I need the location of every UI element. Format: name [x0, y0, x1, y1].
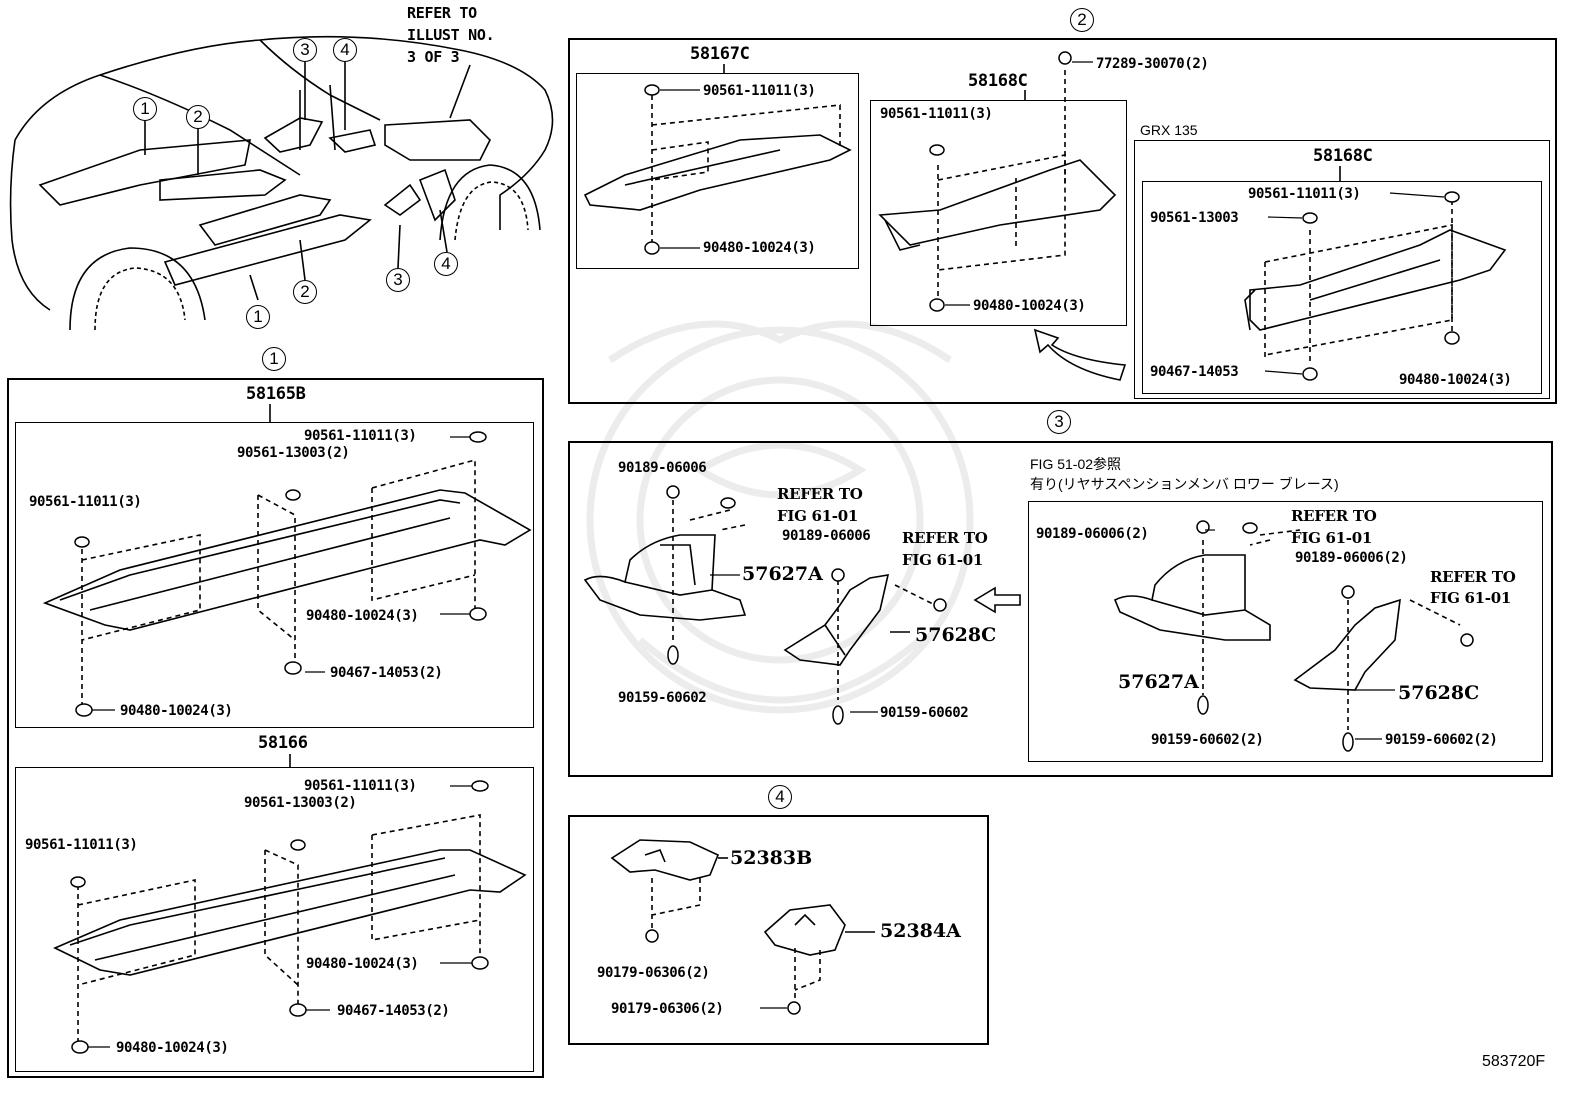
variant-grx135-label: GRX 135: [1140, 122, 1198, 138]
refer-to-illust-note-line1: REFER TO: [407, 4, 477, 22]
fastener-label[interactable]: 90561-13003(2): [244, 795, 357, 811]
refer-to-fig-61-01[interactable]: FIG 61-01: [1430, 589, 1511, 607]
fastener-label[interactable]: 90480-10024(3): [973, 298, 1086, 314]
fastener-label[interactable]: 90159-60602: [880, 705, 969, 721]
refer-to-fig-61-01[interactable]: REFER TO: [777, 485, 863, 503]
fig-51-02-reference-note: 有り(リヤサスペンションメンバ ロワー ブレース): [1030, 476, 1339, 492]
fastener-label[interactable]: 90561-11011(3): [880, 106, 993, 122]
fastener-label[interactable]: 90561-13003: [1150, 210, 1239, 226]
assembly-58165b-frame: [15, 422, 534, 728]
callout-circle[interactable]: 4: [434, 252, 458, 276]
callout-circle[interactable]: 3: [293, 38, 317, 62]
refer-to-fig-61-01[interactable]: FIG 61-01: [902, 551, 983, 569]
fastener-label[interactable]: 90480-10024(3): [1399, 372, 1512, 388]
part-number-58168c-grx135[interactable]: 58168C: [1313, 146, 1373, 166]
fastener-label[interactable]: 90561-11011(3): [703, 83, 816, 99]
section-3-variant-frame: [1028, 501, 1543, 762]
fastener-label[interactable]: 90467-14053: [1150, 364, 1239, 380]
callout-circle[interactable]: 2: [293, 280, 317, 304]
fastener-label[interactable]: 90189-06006(2): [1036, 526, 1149, 542]
part-number-58167c[interactable]: 58167C: [690, 44, 750, 64]
refer-to-illust-note-line3: 3 OF 3: [407, 48, 460, 66]
part-number-52384a[interactable]: 52384A: [880, 920, 961, 942]
section-3-circle: 3: [1047, 410, 1071, 434]
refer-to-fig-61-01[interactable]: REFER TO: [1430, 568, 1516, 586]
fastener-label[interactable]: 90561-11011(3): [304, 778, 417, 794]
fastener-label[interactable]: 90189-06006: [618, 460, 707, 476]
section-1-circle: 1: [262, 347, 286, 371]
callout-circle[interactable]: 3: [386, 268, 410, 292]
section-2-frame: [568, 38, 1557, 404]
part-number-57627a[interactable]: 57627A: [1118, 671, 1199, 693]
fastener-label[interactable]: 90189-06006(2): [1295, 550, 1408, 566]
assembly-58168c-frame: [870, 100, 1127, 326]
fastener-label[interactable]: 90159-60602(2): [1385, 732, 1498, 748]
part-number-58165b[interactable]: 58165B: [246, 384, 306, 404]
part-number-57627a[interactable]: 57627A: [742, 563, 823, 585]
callout-circle[interactable]: 4: [333, 38, 357, 62]
callout-circle[interactable]: 1: [133, 97, 157, 121]
callout-circle[interactable]: 1: [246, 305, 270, 329]
fastener-label[interactable]: 90467-14053(2): [330, 665, 443, 681]
refer-to-fig-61-01[interactable]: REFER TO: [1291, 507, 1377, 525]
part-number-57628c[interactable]: 57628C: [915, 624, 997, 646]
section-1-frame: [7, 378, 544, 1078]
fastener-label[interactable]: 90480-10024(3): [306, 608, 419, 624]
fastener-label[interactable]: 90480-10024(3): [120, 703, 233, 719]
fastener-label[interactable]: 90467-14053(2): [337, 1003, 450, 1019]
fastener-label[interactable]: 90561-11011(3): [29, 494, 142, 510]
fastener-label[interactable]: 90480-10024(3): [116, 1040, 229, 1056]
fastener-label[interactable]: 90561-11011(3): [304, 428, 417, 444]
fig-51-02-reference-note: FIG 51-02参照: [1030, 456, 1122, 472]
fastener-label[interactable]: 90561-11011(3): [1248, 186, 1361, 202]
clip-77289-30070-label[interactable]: 77289-30070(2): [1096, 56, 1209, 72]
fastener-label[interactable]: 90561-13003(2): [237, 445, 350, 461]
fastener-label[interactable]: 90179-06306(2): [597, 965, 710, 981]
fastener-label[interactable]: 90159-60602: [618, 690, 707, 706]
fastener-label[interactable]: 90189-06006: [782, 528, 871, 544]
section-4-circle: 4: [768, 785, 792, 809]
grx135-outer-frame: [1134, 140, 1550, 399]
part-number-58168c[interactable]: 58168C: [968, 71, 1028, 91]
section-4-frame: [568, 815, 989, 1045]
fastener-label[interactable]: 90561-11011(3): [25, 837, 138, 853]
callout-circle[interactable]: 2: [186, 105, 210, 129]
refer-to-fig-61-01[interactable]: REFER TO: [902, 529, 988, 547]
section-2-circle: 2: [1070, 8, 1094, 32]
fastener-label[interactable]: 90179-06306(2): [611, 1001, 724, 1017]
fastener-label[interactable]: 90480-10024(3): [306, 956, 419, 972]
assembly-58166-frame: [15, 767, 534, 1072]
refer-to-fig-61-01[interactable]: FIG 61-01: [1291, 529, 1372, 547]
fastener-label[interactable]: 90159-60602(2): [1151, 732, 1264, 748]
fastener-label[interactable]: 90480-10024(3): [703, 240, 816, 256]
part-number-57628c[interactable]: 57628C: [1398, 682, 1480, 704]
refer-to-illust-note-line2: ILLUST NO.: [407, 26, 495, 44]
grx135-inner-frame: [1142, 181, 1542, 394]
part-number-58166[interactable]: 58166: [258, 733, 308, 753]
refer-to-fig-61-01[interactable]: FIG 61-01: [777, 507, 858, 525]
section-3-frame: [568, 441, 1553, 777]
part-number-52383b[interactable]: 52383B: [730, 847, 813, 869]
assembly-58167c-frame: [576, 73, 859, 269]
figure-id: 583720F: [1482, 1053, 1546, 1070]
